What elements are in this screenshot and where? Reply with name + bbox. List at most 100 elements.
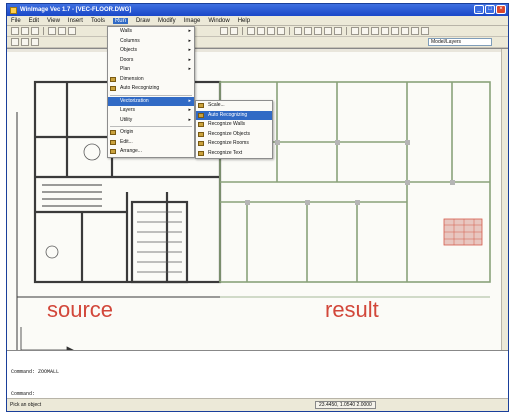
grid-icon[interactable] xyxy=(314,27,322,35)
submenu-arrow-icon: ▸ xyxy=(188,37,191,44)
menu-item-label: Auto Recognizing xyxy=(120,85,160,91)
recognize-icon xyxy=(110,86,116,91)
submenu-arrow-icon: ▸ xyxy=(188,47,191,53)
menu-item-label: Origin xyxy=(120,129,134,135)
open-folder-icon[interactable] xyxy=(21,27,29,35)
submenu-arrow-icon: ▸ xyxy=(188,56,191,63)
menu-file[interactable]: File xyxy=(11,17,21,24)
redo-icon[interactable] xyxy=(68,27,76,35)
menu-item-columns[interactable]: Columns▸ xyxy=(108,37,194,47)
measure-icon[interactable] xyxy=(421,27,429,35)
menu-draw[interactable]: Draw xyxy=(135,17,150,24)
menu-edit[interactable]: Edit xyxy=(28,17,40,24)
measure-icon[interactable] xyxy=(401,27,409,35)
command-prompt[interactable]: Command: xyxy=(11,391,36,397)
menu-item-dimension[interactable]: Dimension xyxy=(108,75,194,85)
image-tool-icon[interactable] xyxy=(277,27,285,35)
edit-icon xyxy=(110,139,116,145)
layer-icon[interactable] xyxy=(31,38,39,46)
grid-icon[interactable] xyxy=(334,27,342,35)
source-stair-lines xyxy=(45,143,182,273)
result-hatched-room xyxy=(443,218,483,246)
standard-toolbar xyxy=(7,26,508,37)
app-window: WinImage Vec 1.7 - [VEC-FLOOR.DWG] _ □ ×… xyxy=(6,3,509,412)
submenu-arrow-icon: ▸ xyxy=(188,107,191,113)
result-label: result xyxy=(325,297,379,322)
rooms-icon xyxy=(198,141,204,146)
submenu-item-label: Recognize Walls xyxy=(208,121,246,127)
submenu-item-scale[interactable]: Scale... xyxy=(196,101,272,111)
source-label: source xyxy=(47,297,114,322)
submenu-item-recognize-walls[interactable]: Recognize Walls xyxy=(196,120,272,130)
erase-icon[interactable] xyxy=(230,27,238,35)
filter-icon[interactable] xyxy=(361,27,369,35)
submenu-arrow-icon: ▸ xyxy=(188,28,191,34)
menu-item-auto-recognizing[interactable]: Auto Recognizing xyxy=(108,84,194,94)
submenu-item-recognize-objects[interactable]: Recognize Objects xyxy=(196,130,272,140)
menu-bar: File Edit View Insert Tools Run Draw Mod… xyxy=(7,16,508,26)
arrange-icon xyxy=(110,149,116,154)
submenu-item-auto-recognizing[interactable]: Auto Recognizing xyxy=(196,110,272,120)
maximize-button[interactable]: □ xyxy=(485,5,495,14)
dimension-icon xyxy=(110,76,116,82)
menu-item-label: Dimension xyxy=(120,75,144,82)
recognize-icon xyxy=(198,112,204,118)
menu-item-label: Layers xyxy=(120,107,136,113)
menu-view[interactable]: View xyxy=(47,17,60,24)
status-bar: Pick an object 23.4450, 1.0540 2.0000 xyxy=(7,398,508,411)
menu-item-label: Plan xyxy=(120,66,131,72)
layer-icon[interactable] xyxy=(11,38,19,46)
zoom-icon[interactable] xyxy=(351,27,359,35)
minimize-button[interactable]: _ xyxy=(474,5,484,14)
menu-item-arrange[interactable]: Arrange... xyxy=(108,147,194,157)
drawing-canvas[interactable]: source result xyxy=(7,48,508,350)
grid-icon[interactable] xyxy=(304,27,312,35)
menu-window[interactable]: Window xyxy=(208,17,230,24)
new-file-icon[interactable] xyxy=(11,27,19,35)
menu-modify[interactable]: Modify xyxy=(157,17,176,24)
submenu-item-label: Recognize Text xyxy=(208,149,243,156)
save-icon[interactable] xyxy=(31,27,39,35)
menu-item-doors[interactable]: Doors▸ xyxy=(108,56,194,66)
menu-item-edit[interactable]: Edit... xyxy=(108,138,194,148)
image-tool-icon[interactable] xyxy=(267,27,275,35)
menu-item-utility[interactable]: Utility ▸ xyxy=(108,116,194,126)
submenu-arrow-icon: ▸ xyxy=(188,97,191,104)
layer-select[interactable]: Model/Layers xyxy=(428,38,492,46)
menu-item-layers[interactable]: Layers ▸ xyxy=(108,106,194,116)
pen-icon[interactable] xyxy=(220,27,228,35)
vertical-scrollbar[interactable] xyxy=(501,49,508,350)
window-title: WinImage Vec 1.7 - [VEC-FLOOR.DWG] xyxy=(20,7,132,13)
layer-icon[interactable] xyxy=(21,38,29,46)
menu-item-origin[interactable]: Origin xyxy=(108,128,194,138)
menu-item-walls[interactable]: Walls▸ xyxy=(108,27,194,37)
menu-item-vectorization[interactable]: Vectorization▸ xyxy=(108,96,194,106)
submenu-item-recognize-text[interactable]: Recognize Text xyxy=(196,149,272,159)
menu-image[interactable]: Image xyxy=(183,17,201,24)
menu-item-plan[interactable]: Plan▸ xyxy=(108,65,194,75)
measure-icon[interactable] xyxy=(391,27,399,35)
window-controls: _ □ × xyxy=(474,5,506,14)
submenu-item-recognize-rooms[interactable]: Recognize Rooms xyxy=(196,139,272,149)
close-button[interactable]: × xyxy=(496,5,506,14)
submenu-arrow-icon: ▸ xyxy=(188,116,191,123)
grid-icon[interactable] xyxy=(294,27,302,35)
run-menu: Walls▸ Columns▸ Objects▸ Doors▸ Plan▸ Di… xyxy=(107,26,195,158)
menu-run[interactable]: Run xyxy=(112,17,128,24)
menu-item-label: Utility xyxy=(120,116,133,123)
measure-icon[interactable] xyxy=(381,27,389,35)
command-area[interactable]: Command: ZOOMALL Command: xyxy=(7,350,508,400)
menu-insert[interactable]: Insert xyxy=(67,17,83,24)
print-icon[interactable] xyxy=(48,27,56,35)
menu-help[interactable]: Help xyxy=(237,17,251,24)
menu-tools[interactable]: Tools xyxy=(90,17,105,24)
image-tool-icon[interactable] xyxy=(247,27,255,35)
menu-item-objects[interactable]: Objects▸ xyxy=(108,46,194,56)
measure-icon[interactable] xyxy=(371,27,379,35)
status-text: Pick an object xyxy=(10,402,42,408)
image-tool-icon[interactable] xyxy=(257,27,265,35)
measure-icon[interactable] xyxy=(411,27,419,35)
grid-icon[interactable] xyxy=(324,27,332,35)
scale-icon xyxy=(198,103,204,108)
undo-icon[interactable] xyxy=(58,27,66,35)
